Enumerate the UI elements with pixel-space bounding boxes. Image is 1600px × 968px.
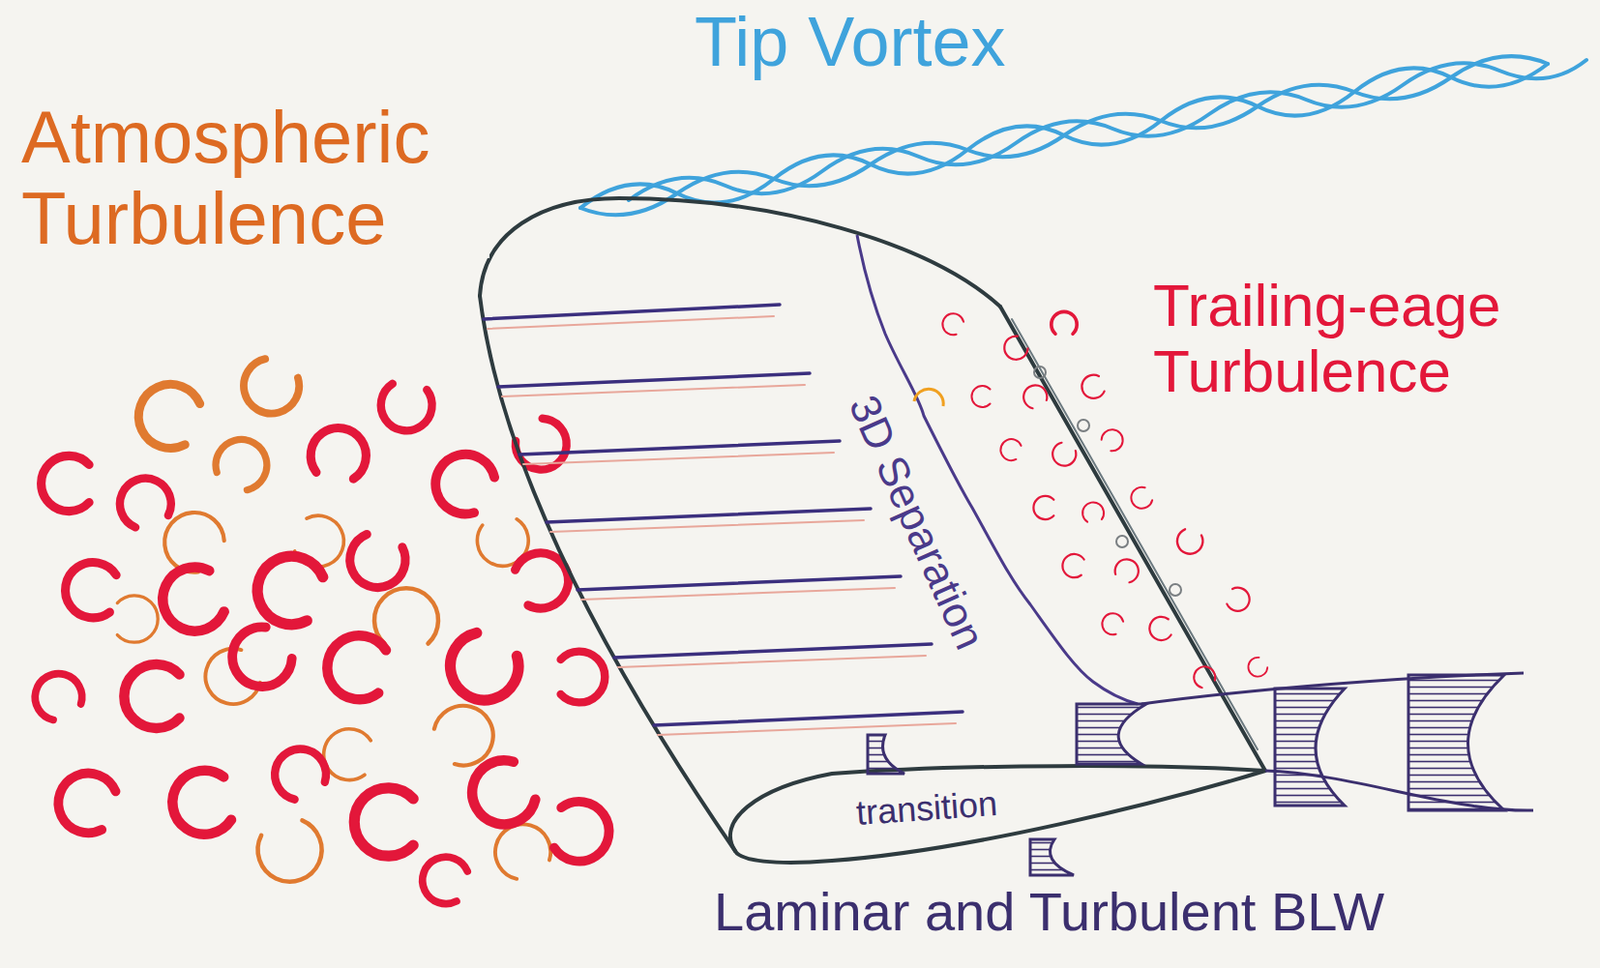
dot bbox=[1077, 419, 1090, 432]
dot bbox=[1116, 535, 1128, 548]
eddy bbox=[265, 740, 332, 804]
wing-tip bbox=[479, 198, 1001, 307]
eddy bbox=[167, 767, 234, 840]
eddy bbox=[438, 627, 527, 713]
trailing-edge-label: Trailing-eage Turbulence bbox=[1149, 272, 1593, 405]
eddy bbox=[1098, 425, 1127, 454]
eddy bbox=[307, 423, 371, 481]
eddy bbox=[511, 545, 576, 615]
eddy bbox=[509, 413, 578, 480]
eddy bbox=[1097, 609, 1125, 638]
eddy-accent bbox=[914, 388, 944, 407]
eddy bbox=[1147, 615, 1172, 642]
eddy bbox=[26, 665, 88, 724]
eddy bbox=[1051, 311, 1077, 334]
eddy bbox=[938, 309, 965, 338]
eddy bbox=[153, 561, 228, 641]
eddy bbox=[41, 455, 90, 511]
streamline bbox=[577, 576, 901, 591]
streamline bbox=[523, 452, 834, 465]
eddy bbox=[1112, 555, 1143, 585]
wake-profile bbox=[1076, 704, 1147, 765]
eddy bbox=[123, 664, 179, 729]
wake-profile bbox=[1408, 675, 1505, 811]
eddy bbox=[234, 355, 306, 424]
eddy bbox=[1173, 528, 1206, 559]
streamline bbox=[653, 711, 963, 726]
eddy bbox=[209, 430, 277, 495]
eddy bbox=[1225, 585, 1253, 615]
profile bbox=[1030, 839, 1074, 876]
streamline bbox=[519, 441, 840, 455]
dot bbox=[1034, 366, 1046, 379]
eddy bbox=[1126, 484, 1154, 513]
streamline bbox=[618, 655, 926, 668]
streamline bbox=[581, 588, 895, 600]
boundary-layer-profiles bbox=[867, 675, 1505, 876]
eddy bbox=[460, 753, 540, 837]
transition-label: transition bbox=[851, 784, 1003, 833]
eddy bbox=[220, 620, 298, 699]
streamline bbox=[483, 304, 780, 320]
streamline bbox=[502, 385, 805, 397]
wake-profile bbox=[1274, 688, 1345, 806]
streamline bbox=[546, 508, 871, 523]
eddy bbox=[561, 651, 606, 704]
eddy bbox=[377, 382, 436, 435]
eddy bbox=[424, 444, 500, 522]
atmospheric-eddies-red bbox=[26, 382, 614, 909]
atmospheric-label: Atmospheric Turbulence bbox=[17, 96, 490, 259]
eddy bbox=[129, 375, 204, 455]
eddy bbox=[251, 817, 331, 891]
eddy bbox=[292, 510, 352, 574]
eddy bbox=[50, 765, 119, 839]
eddy bbox=[1080, 501, 1105, 524]
streamline bbox=[614, 644, 932, 658]
eddy bbox=[1060, 552, 1085, 579]
streamline bbox=[498, 373, 810, 387]
eddy bbox=[374, 588, 439, 644]
eddy bbox=[552, 799, 614, 867]
eddy bbox=[999, 333, 1031, 365]
eddy bbox=[322, 630, 388, 704]
profile bbox=[867, 735, 905, 774]
eddy bbox=[415, 850, 471, 909]
eddy bbox=[60, 558, 119, 622]
eddy bbox=[1189, 662, 1218, 689]
eddy bbox=[247, 546, 326, 631]
streamline bbox=[657, 723, 956, 736]
eddy bbox=[354, 788, 414, 857]
eddy bbox=[1048, 441, 1079, 471]
eddy bbox=[997, 436, 1022, 463]
streamline bbox=[550, 520, 864, 533]
eddy bbox=[1019, 381, 1050, 411]
tip-vortex-label: Tip Vortex bbox=[690, 3, 1009, 81]
vortex-strand bbox=[628, 59, 1587, 201]
dot bbox=[1169, 584, 1182, 596]
wing-outline bbox=[479, 198, 1266, 863]
streamline-shadows bbox=[487, 316, 956, 736]
eddy bbox=[342, 531, 412, 595]
eddy bbox=[971, 385, 990, 408]
root-airfoil bbox=[730, 766, 1266, 863]
atmospheric-eddies-orange bbox=[117, 355, 558, 891]
eddy bbox=[117, 595, 158, 643]
blw-label: Laminar and Turbulent BLW bbox=[710, 882, 1389, 943]
separation-label: 3D Separation bbox=[838, 385, 996, 660]
eddy bbox=[1033, 496, 1054, 520]
eddy bbox=[1078, 372, 1106, 402]
eddy bbox=[1244, 654, 1270, 681]
wake-lines bbox=[1141, 673, 1534, 811]
eddy bbox=[113, 471, 177, 531]
